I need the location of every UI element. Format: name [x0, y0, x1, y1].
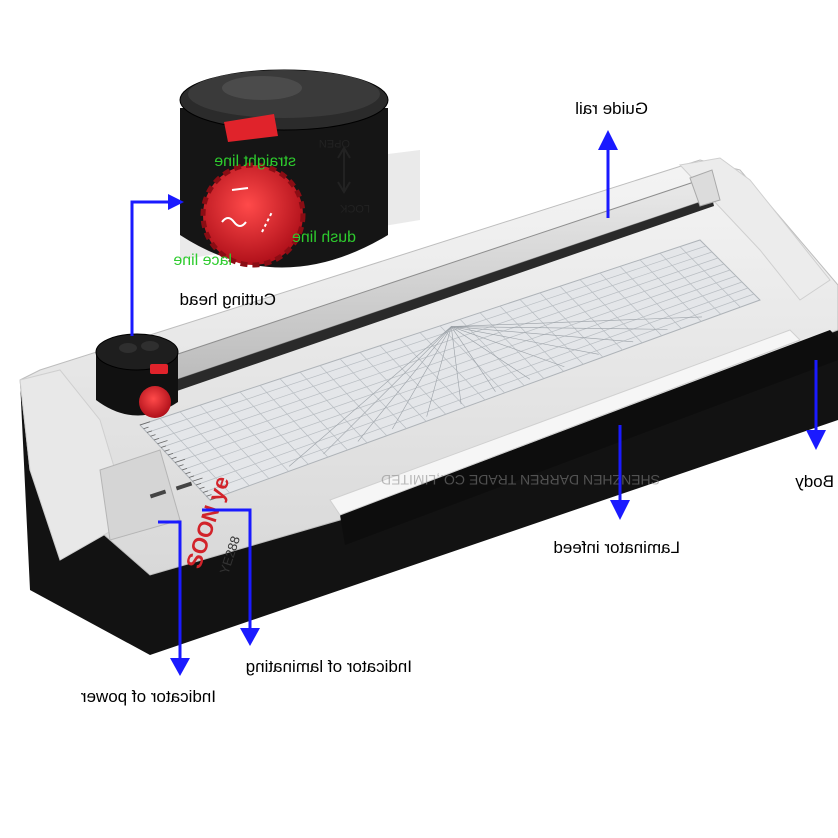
guide-rail-shadow	[140, 198, 714, 402]
mat-ruler-tick	[209, 496, 221, 501]
body-arrowhead	[806, 430, 826, 450]
mat-grid-line	[188, 281, 743, 478]
cutting-mat	[139, 239, 761, 501]
cutting-head-small-dial	[139, 386, 171, 418]
mat-ruler-tick	[160, 445, 167, 448]
label-guide-rail: Guide rail	[575, 99, 648, 118]
cutting-head-small	[95, 333, 179, 418]
mat-ruler-tick	[150, 434, 156, 437]
label-indicator-laminating: Indicator of laminating	[246, 657, 412, 676]
mat-angle-line	[451, 326, 565, 368]
mat-angle-line	[288, 326, 452, 467]
mat-ruler	[139, 421, 221, 501]
watermark-text: SHENZHEN DARREN TRADE CO.,LIMITED	[381, 472, 660, 488]
label-indicator-power: Indicator of power	[81, 687, 216, 706]
mat-angle-line	[392, 326, 452, 430]
mat-ruler-tick	[202, 490, 209, 493]
mat-ruler-tick	[171, 456, 177, 460]
guide-rail-end-cap	[689, 169, 721, 207]
mat-angle-line	[426, 326, 452, 417]
mat-ruler-tick	[192, 477, 203, 482]
mat-angle-line	[451, 326, 634, 343]
mode-label-lace: lace line	[173, 252, 232, 269]
cutting-head-arrow	[130, 200, 168, 336]
mat-grid-line	[153, 251, 713, 441]
mat-ruler-tick	[157, 440, 168, 445]
laminating-arrow	[202, 508, 252, 628]
mat-angle-line	[451, 326, 668, 330]
laminator-infeed-slot	[340, 330, 838, 545]
callout-arrows	[130, 130, 826, 676]
mat-ruler-tick	[195, 482, 202, 486]
mat-ruler-tick	[188, 475, 195, 478]
mat-ruler-tick	[139, 421, 151, 426]
cutting-head-arrowhead	[168, 194, 184, 210]
mat-ruler-tick	[178, 464, 184, 467]
mat-ruler-tick	[153, 437, 160, 441]
mat-ruler-tick	[199, 486, 205, 490]
mat-ruler-tick	[167, 452, 174, 456]
mat-ruler-tick	[146, 430, 153, 433]
mat-angle-line	[450, 326, 496, 392]
lock-mark: LOCK	[339, 202, 370, 214]
guide-rail-arrowhead	[598, 130, 618, 150]
mat-angle-line	[451, 316, 702, 327]
mat-ruler-tick	[174, 458, 186, 463]
laminating-indicator-light	[175, 481, 193, 491]
mat-angle-line	[451, 326, 531, 380]
lock-button	[224, 114, 278, 142]
power-arrow	[158, 520, 182, 658]
mat-grid-line	[181, 275, 737, 471]
mat-ruler-tick	[181, 467, 188, 471]
laminating-arrowhead	[240, 628, 260, 646]
mat-grid	[146, 245, 755, 494]
mat-angle-line	[450, 326, 462, 405]
open-lock-arrow-icon	[337, 146, 351, 194]
mat-ruler-tick	[185, 471, 191, 475]
mat-ruler-tick	[143, 426, 149, 430]
mat-angle-line	[357, 326, 452, 442]
label-body: Body	[795, 472, 834, 491]
label-cutting-head: Cutting head	[180, 290, 276, 309]
mat-angle-line	[451, 326, 599, 355]
label-laminator-infeed: Laminator infeed	[553, 538, 680, 557]
mat-grid-line	[160, 257, 719, 448]
mat-angle-lines	[288, 316, 702, 467]
cutter-dial	[203, 165, 303, 265]
control-panel	[99, 449, 193, 541]
mat-ruler-tick	[164, 449, 170, 452]
mat-grid-line	[146, 245, 707, 433]
mat-grid-line	[174, 269, 731, 463]
cutting-head-inset: OPEN LOCK	[179, 69, 420, 268]
mode-label-straight: straight line	[214, 153, 296, 170]
mode-label-dush: dush line	[292, 229, 356, 246]
power-arrowhead	[170, 658, 190, 676]
power-indicator-light	[149, 489, 167, 499]
mat-grid-line	[195, 287, 749, 486]
mat-grid-line	[167, 263, 725, 456]
mat-grid-line	[202, 293, 755, 493]
infeed-lip	[329, 329, 801, 516]
mat-angle-line	[323, 326, 452, 455]
open-mark: OPEN	[319, 137, 350, 149]
mat-ruler-tick	[206, 494, 212, 497]
infeed-arrowhead	[610, 500, 630, 520]
